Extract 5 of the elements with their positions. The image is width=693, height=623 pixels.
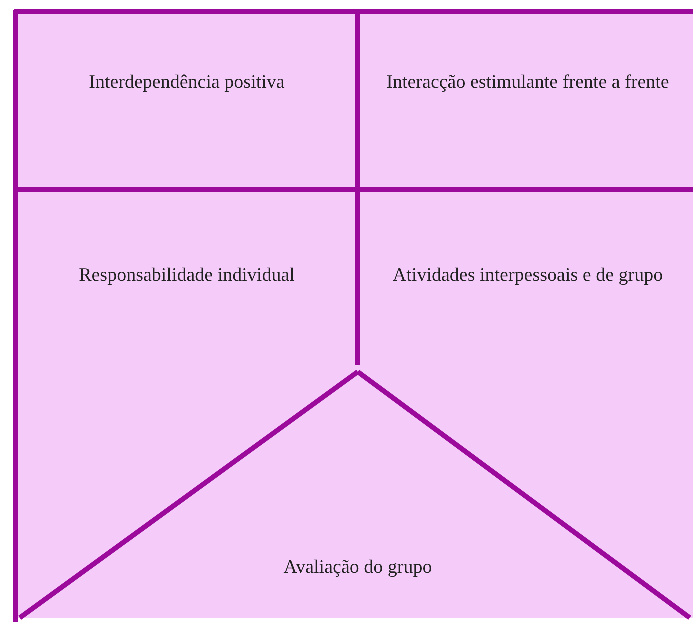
region-label: Atividades interpessoais e de grupo xyxy=(392,264,664,288)
region-label: Avaliação do grupo xyxy=(282,556,434,580)
region-label: Interdependência positiva xyxy=(88,71,286,95)
region-label: Responsabilidade individual xyxy=(78,264,296,288)
region-label: Interacção estimulante frente a frente xyxy=(386,71,670,95)
